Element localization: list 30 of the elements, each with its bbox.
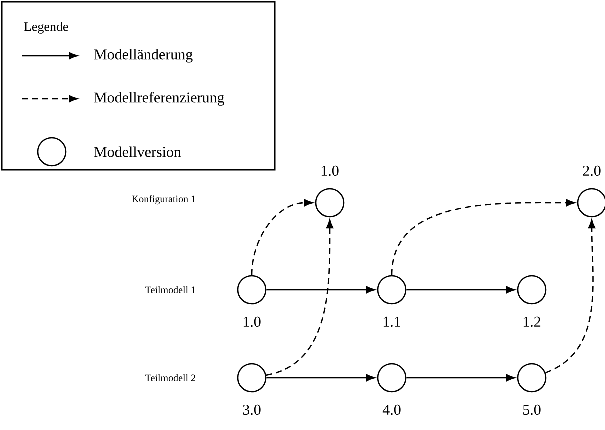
- arrow: [391, 199, 576, 276]
- row-label: Teilmodell 1: [146, 286, 196, 294]
- legend-text: Modellversion: [94, 146, 182, 158]
- version-circle: [237, 275, 267, 305]
- version-number: 4.0: [382, 404, 401, 416]
- row-label: Konfiguration 1: [132, 195, 196, 205]
- legend-text: Modelländerung: [94, 49, 193, 63]
- version-circle: [517, 363, 547, 393]
- arrow: [266, 286, 376, 294]
- legend-text: Modellreferenzierung: [94, 92, 224, 106]
- arrow: [266, 374, 376, 382]
- version-circle: [315, 188, 345, 218]
- arrow: [406, 374, 516, 382]
- version-number: 2.0: [583, 166, 601, 176]
- arrow: [251, 199, 314, 276]
- version-number: 5.0: [524, 404, 541, 416]
- version-number: 1.0: [322, 166, 339, 176]
- legend-title: Legende: [24, 22, 68, 34]
- arrow: [266, 220, 334, 376]
- version-number: 1.0: [244, 316, 261, 328]
- arrow: [545, 220, 596, 374]
- version-number: 3.0: [243, 404, 261, 416]
- version-number: 1.2: [524, 316, 541, 328]
- row-label: Teilmodell 2: [146, 374, 196, 382]
- version-circle: [377, 363, 407, 393]
- version-circle: [377, 275, 407, 305]
- version-circle: [237, 363, 267, 393]
- version-number: 1.1: [384, 316, 400, 328]
- arrow: [406, 286, 516, 294]
- version-circle: [517, 275, 547, 305]
